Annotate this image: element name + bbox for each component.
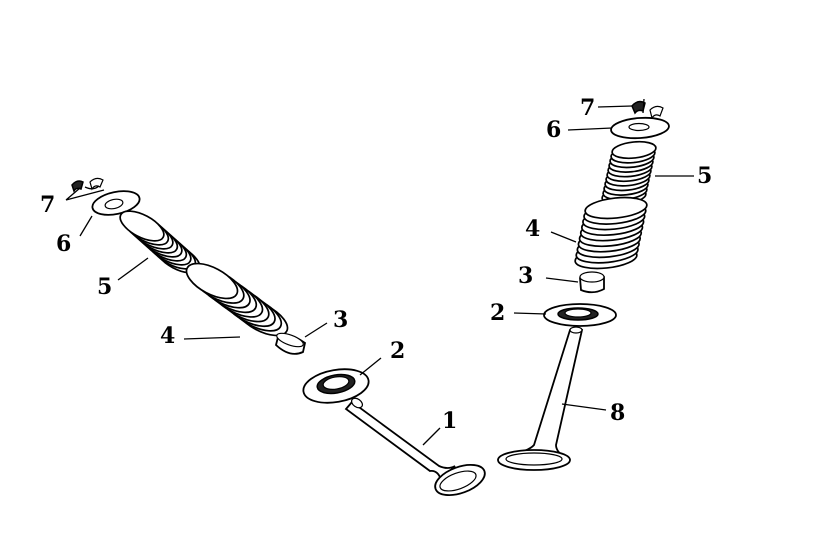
right-valve-assembly [497,98,670,471]
left-valve-stem-seal [274,332,307,355]
left-spring-seat [302,368,370,404]
callout-left-2: 2 [390,338,405,364]
callout-left-3: 3 [333,307,348,333]
callout-right-8: 8 [610,400,625,426]
left-outer-spring [185,262,289,337]
callout-labels: 7 6 5 4 3 2 1 7 6 5 4 3 2 8 [40,95,712,434]
callout-left-1: 1 [442,408,457,434]
callout-leader-lines [65,105,694,446]
callout-right-5: 5 [697,163,712,189]
spring-coil [611,140,657,160]
callout-right-2: 2 [490,300,505,326]
callout-left-5: 5 [97,274,112,300]
left-intake-valve [344,397,486,497]
callout-right-4: 4 [525,216,540,242]
left-valve-keepers [71,177,104,193]
left-valve-assembly [71,177,486,497]
callout-right-3: 3 [518,263,533,289]
spring-coil [119,210,165,242]
callout-left-7: 7 [40,192,55,218]
left-inner-spring [119,210,201,274]
right-spring-retainer [610,116,670,140]
spring-coil [584,196,648,220]
left-spring-retainer [91,190,141,216]
right-valve-keepers [631,98,664,120]
right-spring-seat [543,303,617,327]
callout-right-7: 7 [580,95,595,121]
right-valve-stem-seal [579,271,605,294]
spring-coil [185,262,239,300]
right-outer-spring [574,196,648,270]
right-exhaust-valve [497,326,584,471]
right-inner-spring [601,140,657,206]
callout-right-6: 6 [546,117,561,143]
callout-left-4: 4 [160,323,175,349]
callout-left-6: 6 [56,231,71,257]
